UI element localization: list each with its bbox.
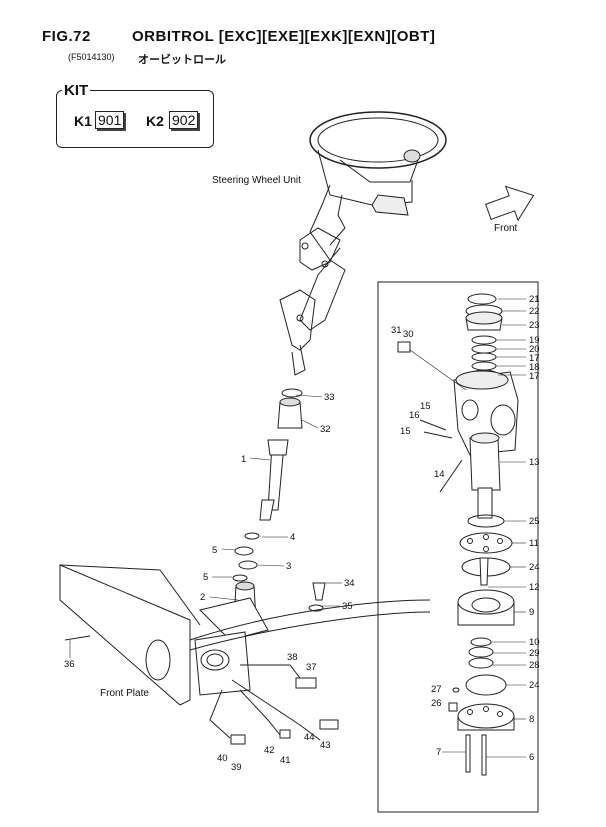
callout-8: 8 xyxy=(529,714,535,725)
callout-21: 21 xyxy=(529,294,540,305)
front-plate xyxy=(59,564,431,706)
callout-15b: 15 xyxy=(400,426,411,437)
callout-4: 4 xyxy=(290,532,296,543)
callout-7: 7 xyxy=(436,747,442,758)
front-label: Front xyxy=(494,223,518,234)
callout-6: 6 xyxy=(529,752,535,763)
callout-30: 30 xyxy=(403,329,414,340)
callout-28: 28 xyxy=(529,660,540,671)
callout-33: 33 xyxy=(324,392,335,403)
callout-22: 22 xyxy=(529,306,540,317)
kit-k1-label: K1 xyxy=(74,113,92,129)
callout-36: 36 xyxy=(64,659,75,670)
callout-17b: 17 xyxy=(529,371,540,382)
callout-24b: 24 xyxy=(529,680,540,691)
callout-35: 35 xyxy=(342,601,353,612)
callout-29: 29 xyxy=(529,648,540,659)
callout-31: 31 xyxy=(391,325,402,336)
figure-title: ORBITROL [EXC][EXE][EXK][EXN][OBT] xyxy=(132,28,436,45)
callout-44: 44 xyxy=(304,732,315,743)
callout-18: 18 xyxy=(529,362,540,373)
callout-24a: 24 xyxy=(529,562,540,573)
callout-32: 32 xyxy=(320,424,331,435)
orbitrol-exploded-view xyxy=(397,293,519,776)
callout-43: 43 xyxy=(320,740,331,751)
callout-5a: 5 xyxy=(212,545,218,556)
front-arrow xyxy=(485,185,535,222)
callout-16: 16 xyxy=(409,410,420,421)
kit-k1-value: 901 xyxy=(95,111,125,129)
steering-wheel-unit-label: Steering Wheel Unit xyxy=(212,175,301,186)
callout-11: 11 xyxy=(529,538,539,549)
kit-box xyxy=(56,90,214,148)
callout-34: 34 xyxy=(344,578,355,589)
figure-number: FIG.72 xyxy=(42,28,91,45)
callout-26: 26 xyxy=(431,698,442,709)
callout-23: 23 xyxy=(529,320,540,331)
callout-2: 2 xyxy=(200,592,206,603)
figure-code: (F5014130) xyxy=(68,52,115,62)
callout-37: 37 xyxy=(306,662,317,673)
callout-5b: 5 xyxy=(203,572,209,583)
callout-39: 39 xyxy=(231,762,242,773)
callout-9: 9 xyxy=(529,607,535,618)
kit-k2-value: 902 xyxy=(169,111,199,129)
callout-14: 14 xyxy=(434,469,445,480)
callout-19: 19 xyxy=(529,335,540,346)
detail-frame xyxy=(377,281,539,813)
leader-lines xyxy=(69,298,526,758)
callout-15a: 15 xyxy=(420,401,431,412)
callout-42: 42 xyxy=(264,745,275,756)
callout-38: 38 xyxy=(287,652,298,663)
shaft-assembly xyxy=(194,388,326,696)
callout-20: 20 xyxy=(529,344,540,355)
figure-japanese-title: オービットロール xyxy=(138,54,226,66)
steering-wheel xyxy=(279,111,447,376)
callout-27: 27 xyxy=(431,684,442,695)
callout-3: 3 xyxy=(286,561,292,572)
front-plate-label: Front Plate xyxy=(100,688,149,699)
callout-17a: 17 xyxy=(529,353,540,364)
callout-10: 10 xyxy=(529,637,540,648)
callout-25: 25 xyxy=(529,516,540,527)
callout-12: 12 xyxy=(529,582,540,593)
callout-1: 1 xyxy=(241,454,247,465)
kit-title: KIT xyxy=(62,82,91,99)
kit-k2-label: K2 xyxy=(146,113,164,129)
hose-fittings xyxy=(209,664,339,745)
callout-41: 41 xyxy=(280,755,291,766)
callout-40: 40 xyxy=(217,753,228,764)
callout-13: 13 xyxy=(529,457,540,468)
